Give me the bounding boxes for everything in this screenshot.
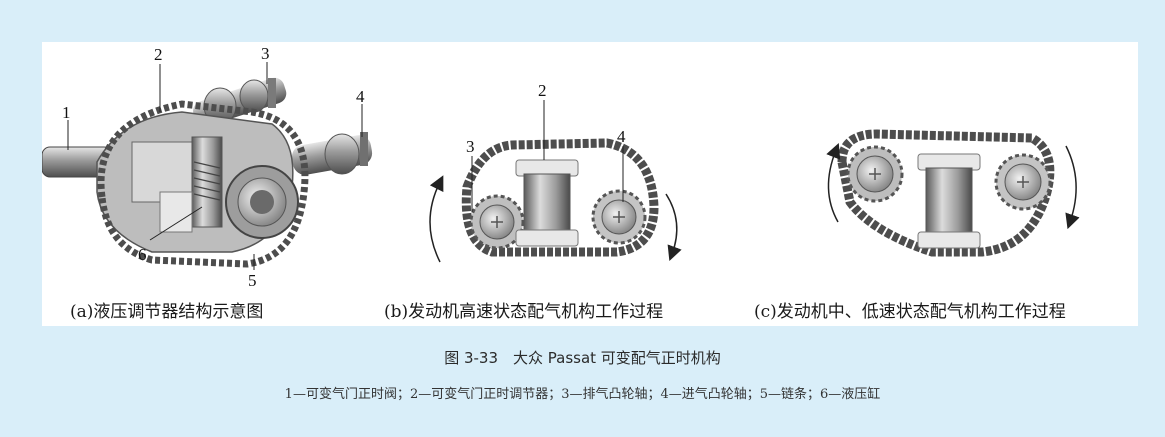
callout-1: 1 xyxy=(62,103,71,122)
figure-illustration: 1 2 3 4 5 6 2 3 4 xyxy=(42,44,1080,290)
callout-2: 2 xyxy=(154,45,163,64)
callout-5: 5 xyxy=(248,271,257,290)
callout-3: 3 xyxy=(261,44,270,63)
low-speed-chain-drawing xyxy=(837,129,1055,257)
figure-panel: 1 2 3 4 5 6 2 3 4 xyxy=(42,42,1138,326)
high-speed-chain-drawing xyxy=(461,138,659,257)
callout-b-2: 2 xyxy=(538,81,547,100)
figure-title: 图 3-33 大众 Passat 可变配气正时机构 xyxy=(444,349,721,367)
callout-6: 6 xyxy=(138,245,147,264)
figure-legend: 1—可变气门正时阀；2—可变气门正时调节器；3—排气凸轮轴；4—进气凸轮轴；5—… xyxy=(284,387,881,402)
caption-a: (a)液压调节器结构示意图 xyxy=(70,302,264,322)
callout-b-3: 3 xyxy=(466,137,475,156)
callout-b-4: 4 xyxy=(617,127,626,146)
callout-4: 4 xyxy=(356,87,365,106)
hydraulic-regulator-drawing xyxy=(42,77,373,268)
caption-c: (c)发动机中、低速状态配气机构工作过程 xyxy=(754,302,1066,322)
caption-b: (b)发动机高速状态配气机构工作过程 xyxy=(384,302,664,322)
